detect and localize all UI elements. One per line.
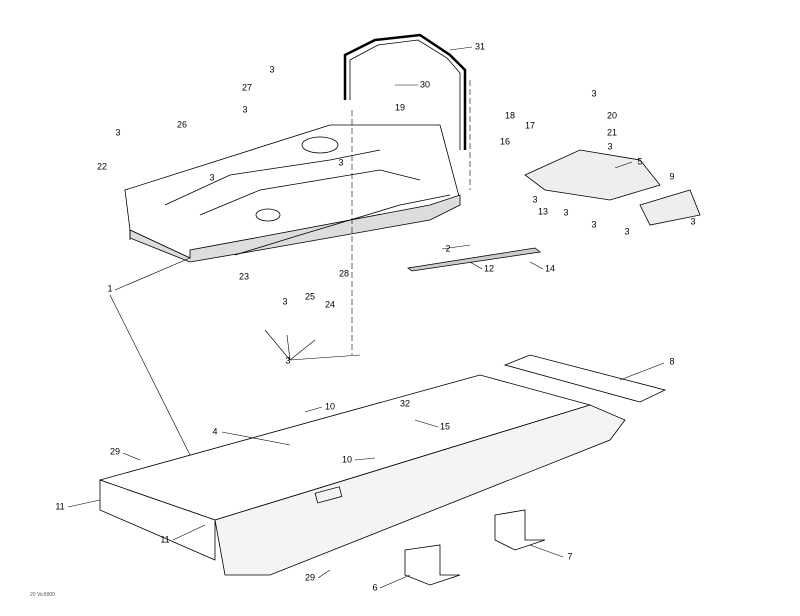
bracket-6 <box>404 544 461 586</box>
callout-22[interactable]: 22 <box>96 161 108 172</box>
lower-tunnel <box>98 374 626 576</box>
callout-10[interactable]: 10 <box>341 454 353 465</box>
callout-9[interactable]: 9 <box>669 171 675 182</box>
drawing-code: 20 Vic9900 <box>30 592 55 598</box>
callout-3[interactable]: 3 <box>591 219 597 230</box>
callout-21[interactable]: 21 <box>606 127 618 138</box>
callout-13[interactable]: 13 <box>537 206 549 217</box>
callout-19[interactable]: 19 <box>394 102 406 113</box>
callout-28[interactable]: 28 <box>338 268 350 279</box>
callout-3[interactable]: 3 <box>285 355 291 366</box>
callout-11[interactable]: 11 <box>55 501 65 512</box>
callout-3[interactable]: 3 <box>607 141 613 152</box>
callout-24[interactable]: 24 <box>324 299 336 310</box>
bracket-7 <box>494 509 546 551</box>
callout-3[interactable]: 3 <box>338 157 344 168</box>
callout-20[interactable]: 20 <box>606 110 618 121</box>
callout-3[interactable]: 3 <box>532 194 538 205</box>
upper-frame <box>124 124 461 263</box>
callout-27[interactable]: 27 <box>241 82 253 93</box>
callout-15[interactable]: 15 <box>439 421 451 432</box>
callout-12[interactable]: 12 <box>483 263 495 274</box>
callout-8[interactable]: 8 <box>669 356 675 367</box>
callout-3[interactable]: 3 <box>624 226 630 237</box>
callout-3[interactable]: 3 <box>591 88 597 99</box>
callout-7[interactable]: 7 <box>567 551 573 562</box>
footrest <box>524 149 661 201</box>
callout-3[interactable]: 3 <box>115 127 121 138</box>
callout-3[interactable]: 3 <box>242 104 248 115</box>
callout-5[interactable]: 5 <box>637 156 643 167</box>
callout-30[interactable]: 30 <box>419 79 431 90</box>
callout-23[interactable]: 23 <box>238 271 250 282</box>
callout-3[interactable]: 3 <box>563 207 569 218</box>
steering-loop <box>343 33 467 150</box>
callout-3[interactable]: 3 <box>269 64 275 75</box>
callout-3[interactable]: 3 <box>282 296 288 307</box>
callout-6[interactable]: 6 <box>372 582 378 593</box>
callout-29[interactable]: 29 <box>304 572 316 583</box>
callout-18[interactable]: 18 <box>504 110 516 121</box>
callout-25[interactable]: 25 <box>304 291 316 302</box>
callout-14[interactable]: 14 <box>544 263 556 274</box>
callout-17[interactable]: 17 <box>524 120 536 131</box>
callout-16[interactable]: 16 <box>499 136 511 147</box>
rail <box>407 247 541 272</box>
callout-4[interactable]: 4 <box>212 426 218 437</box>
plate-8 <box>503 354 667 403</box>
callout-1[interactable]: 1 <box>107 283 113 294</box>
callout-3[interactable]: 3 <box>209 172 215 183</box>
callout-11[interactable]: 11 <box>160 534 170 545</box>
callout-29[interactable]: 29 <box>109 446 121 457</box>
bracket-9 <box>639 189 701 226</box>
callout-2[interactable]: 2 <box>445 243 451 254</box>
leader-lines <box>67 46 665 589</box>
callout-26[interactable]: 26 <box>176 119 188 130</box>
callout-31[interactable]: 31 <box>474 41 486 52</box>
callout-3[interactable]: 3 <box>690 216 696 227</box>
callout-32[interactable]: 32 <box>399 398 411 409</box>
callout-10[interactable]: 10 <box>324 401 336 412</box>
